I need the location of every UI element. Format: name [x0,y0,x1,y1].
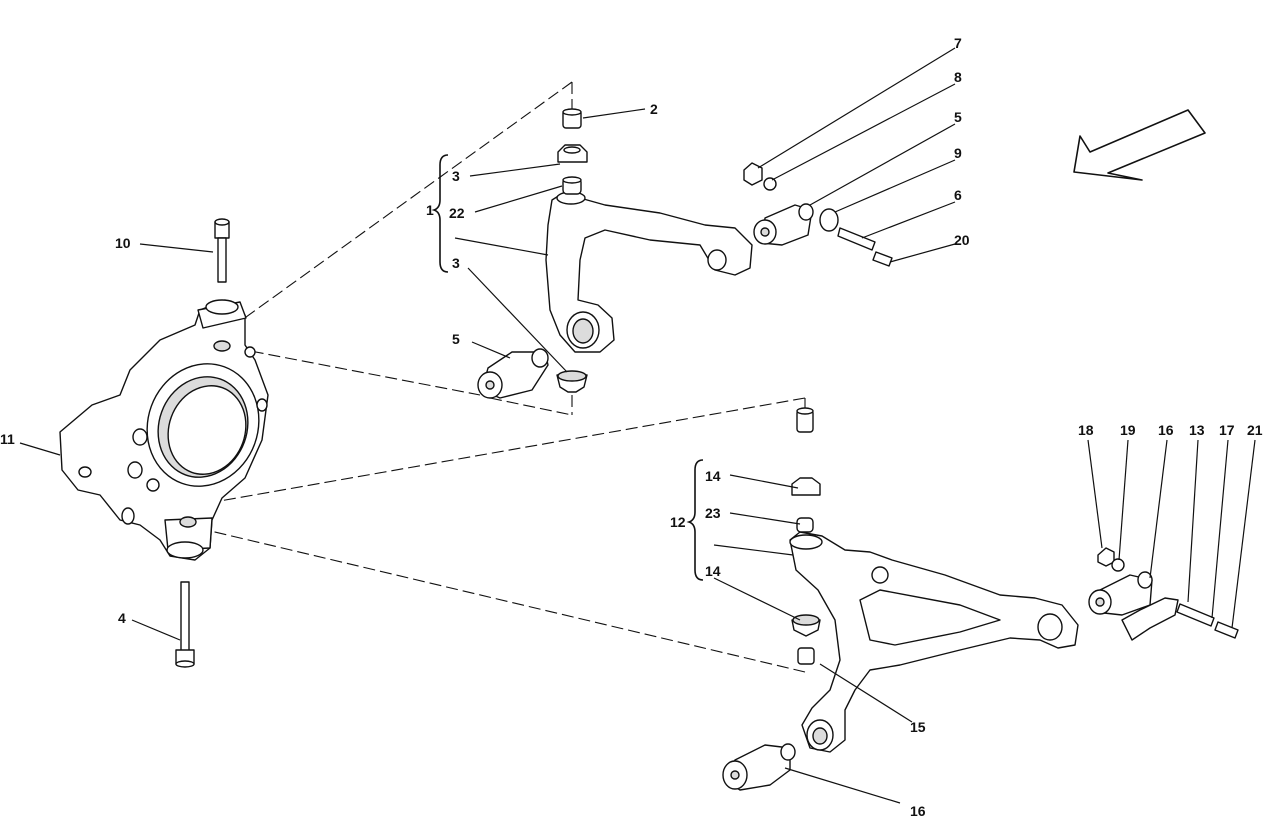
label-14-bottom: 14 [705,563,721,579]
lower-bush-16-bottom [722,743,796,791]
group-braces [431,154,704,581]
label-7: 7 [954,35,962,51]
label-19: 19 [1120,422,1136,438]
label-11: 11 [0,431,15,447]
label-1: 1 [426,202,434,218]
label-6: 6 [954,187,962,203]
label-17: 17 [1219,422,1235,438]
lower-bush-16-right [1088,547,1239,641]
label-14-top: 14 [705,468,721,484]
upper-wishbone-arm [545,191,753,353]
label-10: 10 [115,235,131,251]
label-5-right: 5 [954,109,962,125]
upper-bush-5-left [477,348,549,399]
label-3-bottom: 3 [452,255,460,271]
label-22: 22 [449,205,465,221]
label-16-bottom: 16 [910,803,926,819]
front-direction-arrow-icon [1073,109,1206,181]
label-18: 18 [1078,422,1094,438]
label-3-top: 3 [452,168,460,184]
lower-bolt-4 [175,581,195,668]
label-2: 2 [650,101,658,117]
label-21: 21 [1247,422,1263,438]
label-5-left: 5 [452,331,460,347]
label-9: 9 [954,145,962,161]
label-15: 15 [910,719,926,735]
label-16-right: 16 [1158,422,1174,438]
label-23: 23 [705,505,721,521]
label-12: 12 [670,514,686,530]
upper-bush-5-right [743,162,893,267]
lower-wishbone-arm [789,531,1079,753]
label-13: 13 [1189,422,1205,438]
lower-arm-group-brace [686,459,704,581]
upper-arm-bushings [556,108,588,393]
leader-lines [19,47,1256,804]
label-20: 20 [954,232,970,248]
label-8: 8 [954,69,962,85]
assembly-dash-lines [179,81,806,673]
upper-arm-group-brace [431,154,449,273]
upper-bolt-10 [214,218,230,283]
label-4: 4 [118,610,126,626]
lower-arm-bushings [791,407,821,665]
part-labels: 1 2 3 22 3 5 10 11 4 7 8 5 9 6 20 12 14 … [0,35,1263,819]
steering-knuckle [59,299,269,561]
